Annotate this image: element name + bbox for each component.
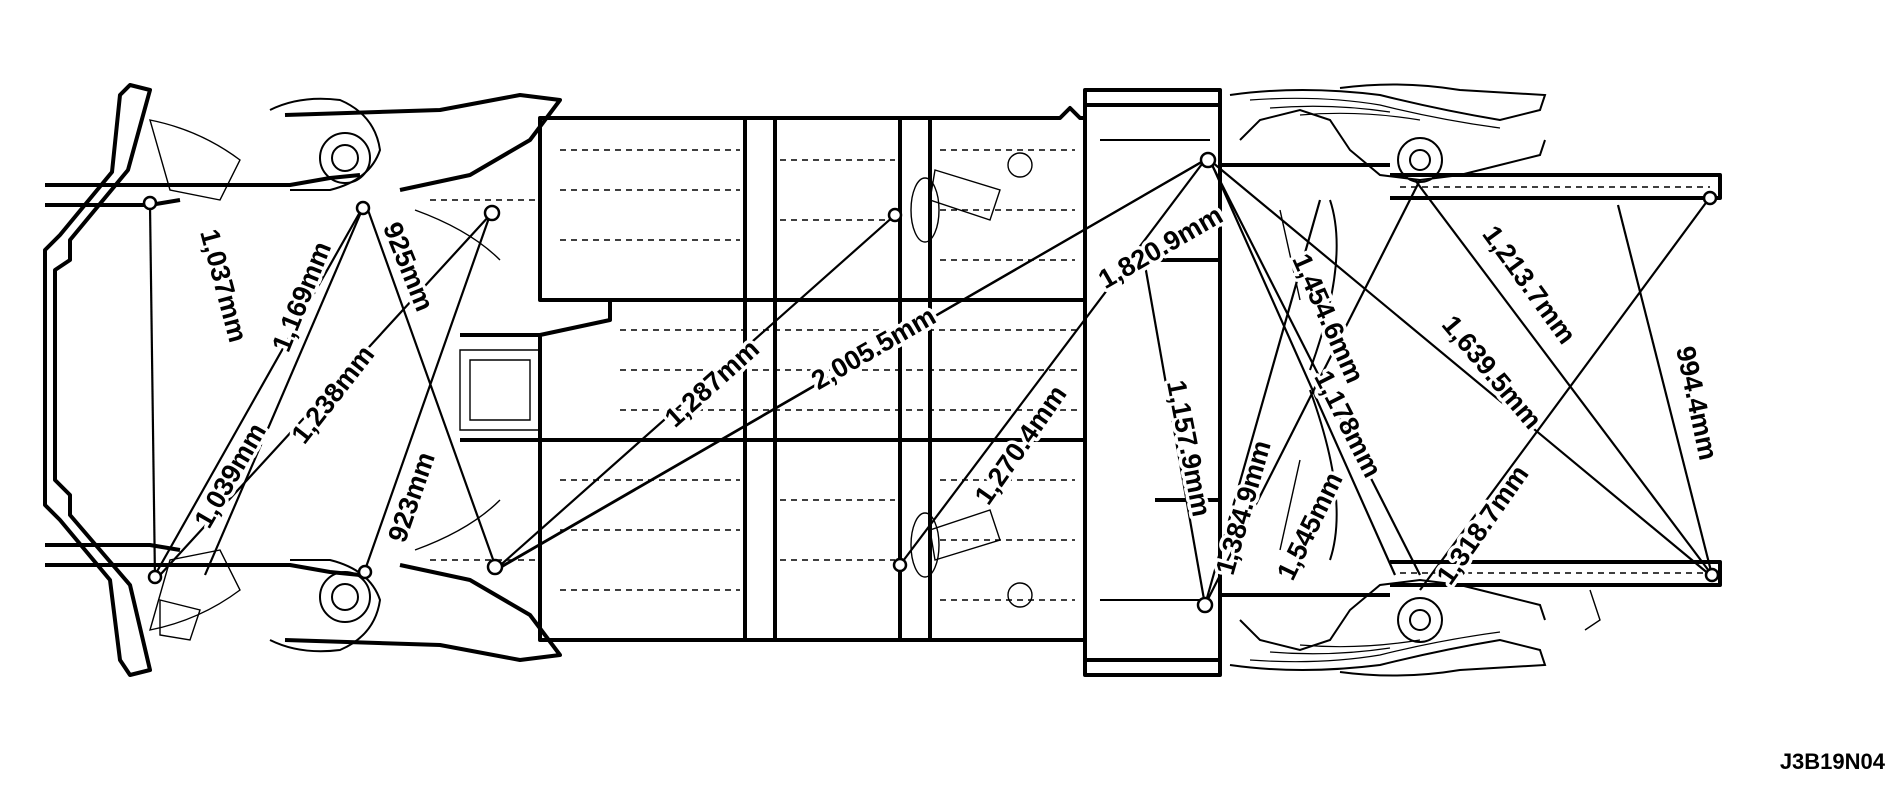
dim-label-1157: 1,157.9mm — [1161, 378, 1217, 519]
measure-line-1037 — [148, 204, 157, 581]
measure-line-1238 — [159, 214, 491, 576]
measure-line-1169 — [203, 209, 364, 576]
measure-line-1318 — [1419, 199, 1709, 591]
measure-line-1213 — [1414, 179, 1713, 576]
point-rear-lower — [1196, 596, 1214, 614]
dim-label-1454: 1,454.6mm — [1286, 249, 1370, 387]
measure-line-1270 — [899, 159, 1206, 566]
point-front-rail-lower — [147, 569, 163, 585]
measure-line-1820 — [499, 159, 1206, 569]
measure-line-994 — [1616, 204, 1714, 576]
dim-label-1639: 1,639.5mm — [1436, 310, 1548, 435]
dim-label-1169: 1,169mm — [266, 237, 337, 355]
point-cowl-upper — [483, 204, 501, 222]
dimension-labels: 1,037mm 1,169mm 925mm 1,238mm 1,039mm 92… — [185, 196, 1727, 593]
point-rear-end-upper — [1702, 190, 1718, 206]
figure-code: J3B19N04 — [1779, 749, 1885, 774]
measurement-lines — [148, 159, 1714, 606]
dim-label-1287: 1,287mm — [659, 333, 765, 433]
point-rear-upper — [1199, 151, 1217, 169]
measure-line-1384 — [1203, 199, 1322, 606]
measure-line-1639 — [1211, 161, 1711, 576]
point-rear-end-lower — [1704, 567, 1720, 583]
dim-label-1270: 1,270.4mm — [969, 380, 1073, 510]
measure-line-1454 — [1208, 159, 1397, 576]
underbody-outline — [43, 83, 1722, 677]
measure-line-1039 — [154, 211, 361, 576]
point-cowl-lower — [486, 558, 504, 576]
point-center-upper — [887, 207, 903, 223]
measure-line-1545 — [1204, 179, 1421, 606]
dim-label-925: 925mm — [377, 218, 440, 316]
measure-line-1287 — [494, 214, 896, 571]
measurement-points — [142, 151, 1720, 614]
point-front-strut-lower — [357, 564, 373, 580]
measure-line-1178 — [1211, 164, 1421, 576]
measure-line-1157 — [1143, 264, 1207, 606]
dim-label-1037: 1,037mm — [194, 226, 253, 345]
point-front-strut-upper — [355, 200, 371, 216]
dim-label-1318: 1,318.7mm — [1431, 460, 1535, 590]
measure-line-923 — [363, 214, 492, 571]
point-center-lower — [892, 557, 908, 573]
point-front-rail-upper — [142, 195, 158, 211]
measure-line-925 — [366, 209, 497, 566]
dim-label-2005: 2,005.5mm — [806, 301, 941, 396]
